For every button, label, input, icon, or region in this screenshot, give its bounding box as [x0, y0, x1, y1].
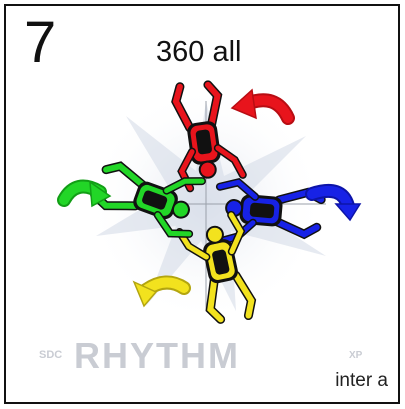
watermark-suffix: XP: [349, 350, 363, 361]
curved-arrow-blue-icon: [305, 184, 362, 222]
formation-card: SDC RHYTHM XP 7 360 all inter a: [4, 4, 400, 404]
watermark-logo: SDC RHYTHM XP: [39, 335, 363, 376]
watermark-prefix: SDC: [39, 349, 62, 361]
jumper-yellow: [175, 210, 257, 324]
jumper-red: [171, 80, 247, 193]
card-number: 7: [24, 10, 57, 75]
curved-arrow-yellow-icon: [132, 275, 191, 308]
formation-diagram: SDC RHYTHM XP: [39, 80, 363, 376]
watermark-brand: RHYTHM: [74, 335, 240, 376]
card-note: inter a: [335, 370, 388, 391]
curved-arrow-green-icon: [57, 179, 112, 208]
curved-arrow-red-icon: [230, 88, 295, 125]
card-title: 360 all: [156, 36, 242, 68]
jumper-green: [90, 161, 206, 238]
